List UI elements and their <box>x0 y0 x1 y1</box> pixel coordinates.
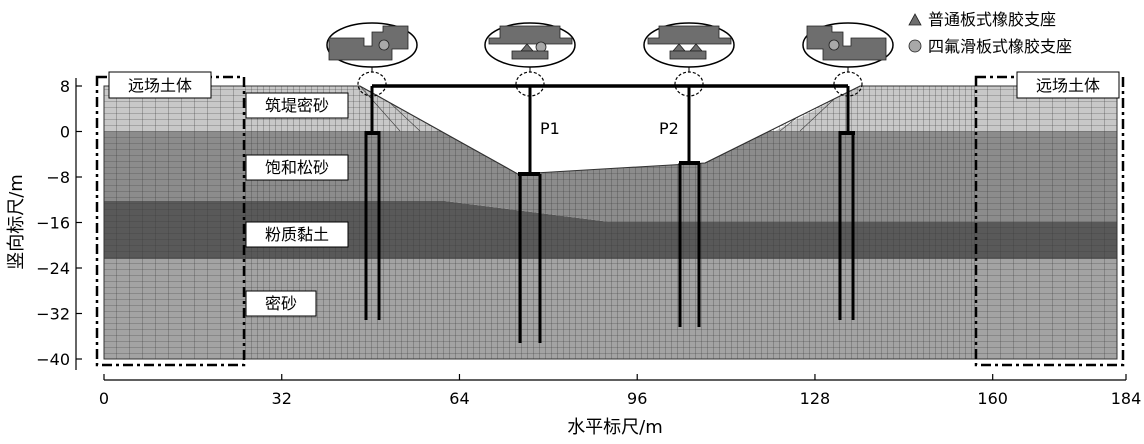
y-tick-label: −40 <box>36 350 70 369</box>
svg-text:粉质黏土: 粉质黏土 <box>265 225 329 244</box>
svg-text:筑堤密砂: 筑堤密砂 <box>265 96 329 115</box>
bearing-detail-p1 <box>484 22 576 68</box>
label-loose-sand: 饱和松砂 <box>245 154 349 181</box>
y-tick-label: −8 <box>46 168 70 187</box>
bridge-structure <box>364 84 855 343</box>
pier-label-p1: P1 <box>540 119 560 138</box>
x-axis-ticks: 0 32 64 96 128 160 184 <box>99 374 1141 408</box>
x-tick-label: 0 <box>99 389 109 408</box>
axes <box>75 78 1126 381</box>
legend-circle-marker <box>908 39 922 53</box>
y-tick-label: −16 <box>36 214 70 233</box>
bearing-callouts <box>326 22 894 97</box>
svg-text:远场土体: 远场土体 <box>1036 76 1100 95</box>
layer-labels: 筑堤密砂 饱和松砂 粉质黏土 密砂 <box>245 92 349 317</box>
bearing-detail-abutment-right <box>802 22 894 68</box>
legend-triangle-marker <box>908 13 922 26</box>
label-embankment-sand: 筑堤密砂 <box>245 92 349 119</box>
far-field-label-left: 远场土体 <box>108 71 212 99</box>
y-axis-title: 竖向标尺/m <box>6 174 27 270</box>
far-field-box-left <box>95 75 246 367</box>
pier-label-p2: P2 <box>659 119 679 138</box>
svg-text:密砂: 密砂 <box>265 294 297 313</box>
y-tick-label: 8 <box>60 77 70 96</box>
abutment-right-cap <box>841 131 855 135</box>
bearing-detail-abutment-left <box>326 22 418 68</box>
legend: 普通板式橡胶支座 四氟滑板式橡胶支座 <box>908 10 1072 56</box>
label-silty-clay: 粉质黏土 <box>245 221 349 248</box>
svg-text:远场土体: 远场土体 <box>128 76 192 95</box>
x-axis-title: 水平标尺/m <box>567 417 663 438</box>
y-tick-label: −24 <box>36 259 70 278</box>
svg-text:饱和松砂: 饱和松砂 <box>265 158 329 177</box>
x-tick-label: 32 <box>272 389 292 408</box>
label-dense-sand: 密砂 <box>245 290 317 317</box>
x-tick-label: 64 <box>449 389 469 408</box>
legend-label-common: 普通板式橡胶支座 <box>928 10 1056 29</box>
x-tick-label: 184 <box>1111 389 1142 408</box>
far-field-box-right <box>974 75 1125 367</box>
y-tick-label: −32 <box>36 305 70 324</box>
bearing-detail-p2 <box>643 22 735 68</box>
abutment-left-cap <box>365 131 379 135</box>
y-axis-ticks: 8 0 −8 −16 −24 −32 −40 <box>36 77 82 369</box>
legend-label-ptfe: 四氟滑板式橡胶支座 <box>928 37 1072 56</box>
x-tick-label: 96 <box>627 389 647 408</box>
x-tick-label: 160 <box>977 389 1008 408</box>
far-field-label-right: 远场土体 <box>1016 71 1120 99</box>
y-tick-label: 0 <box>60 123 70 142</box>
x-tick-label: 128 <box>800 389 831 408</box>
